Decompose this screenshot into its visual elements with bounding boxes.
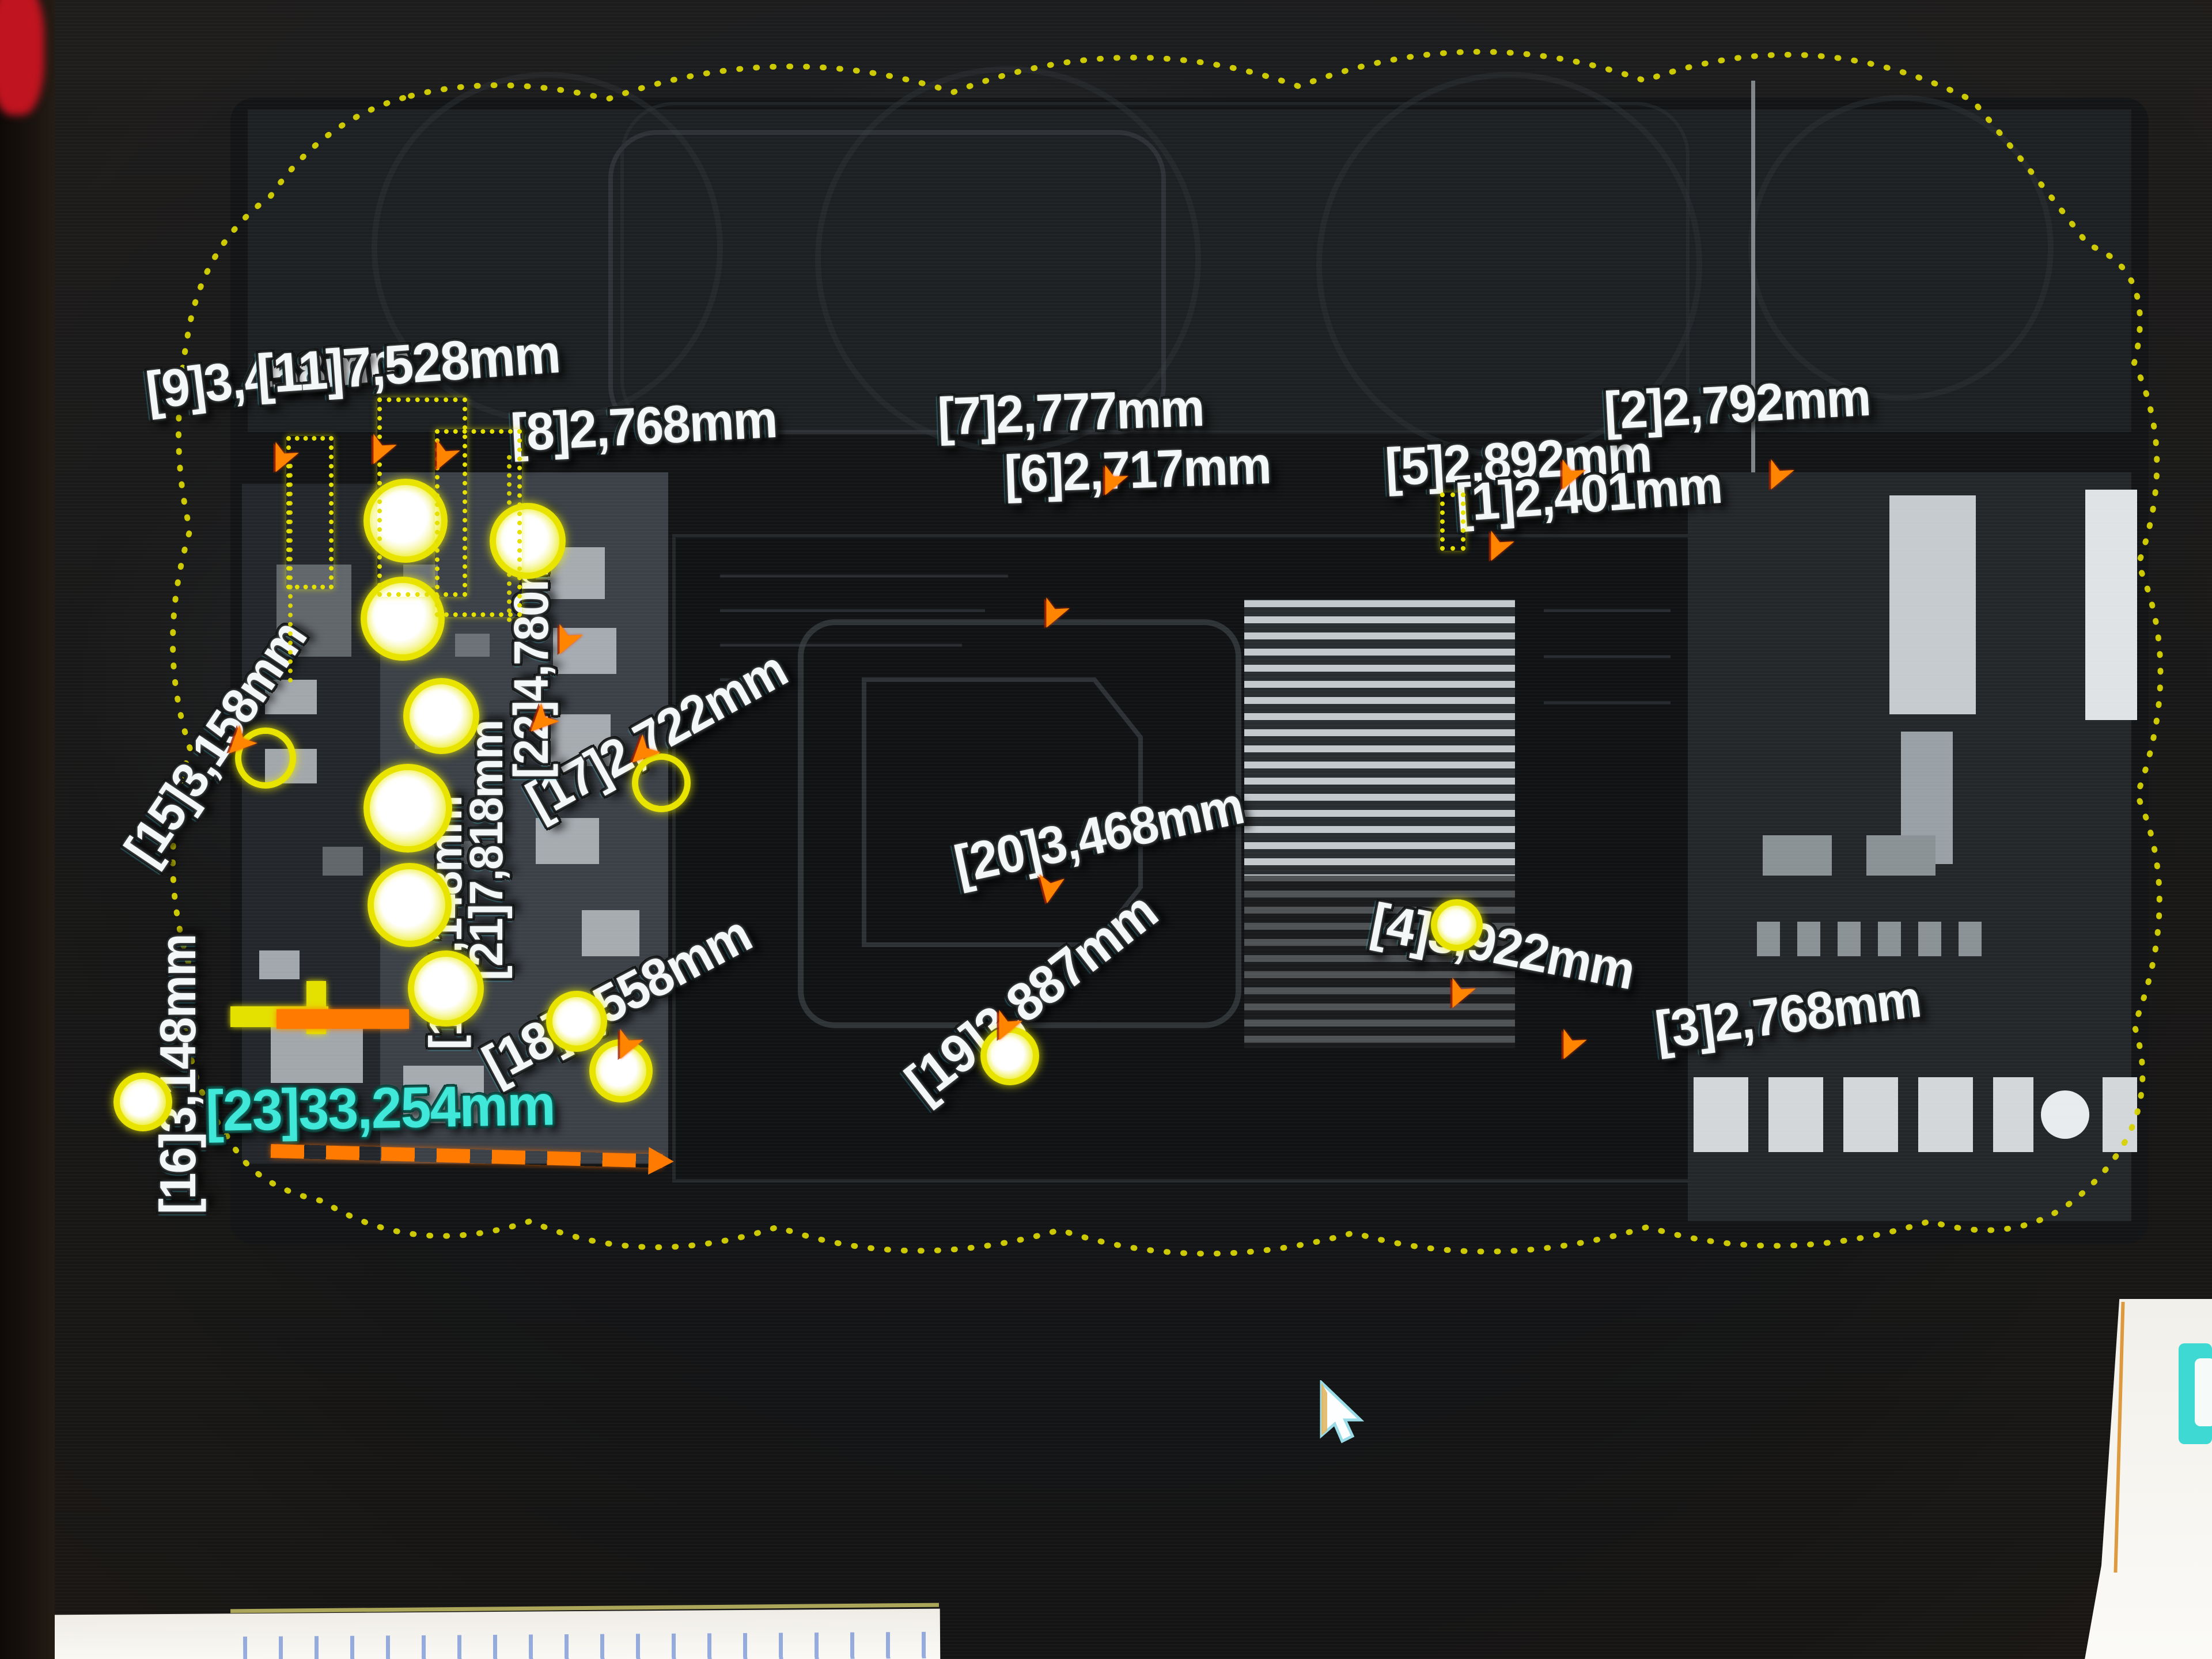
measurement-label-8[interactable]: [8]2,768mm: [509, 389, 778, 463]
measurement-label-4[interactable]: [4]3,922mm: [1366, 892, 1639, 1001]
measurement-arrow-marker[interactable]: ➤: [1432, 969, 1488, 1020]
teal-object-behind-screen: [2179, 1343, 2212, 1444]
measurement-arrow-marker[interactable]: ➤: [1026, 589, 1082, 640]
keyboard-key-ticks: [243, 1631, 935, 1659]
mouse-cursor-icon: [1320, 1380, 1365, 1444]
teal-object-inner: [2195, 1358, 2212, 1426]
roi-rectangle[interactable]: [1440, 493, 1465, 551]
measurement-point-circle[interactable]: [363, 764, 452, 853]
measurement-label-20[interactable]: [20]3,468mm: [949, 776, 1248, 895]
measurement-point-circle[interactable]: [408, 950, 484, 1027]
measurement-label-6[interactable]: [6]2,717mm: [1003, 435, 1272, 504]
roi-rectangle[interactable]: [435, 429, 522, 617]
measurement-label-7[interactable]: [7]2,777mm: [937, 378, 1205, 446]
measurement-point-circle[interactable]: [368, 863, 452, 947]
measurement-label-16[interactable]: [16]3,148mm: [149, 934, 206, 1214]
measurement-point-circle[interactable]: [490, 503, 566, 579]
measurement-point-circle[interactable]: [403, 678, 479, 754]
dashed-dimension-line[interactable]: [270, 1144, 663, 1168]
measurement-point-circle[interactable]: [361, 577, 445, 661]
roi-rectangle[interactable]: [377, 397, 467, 597]
measurement-point-circle[interactable]: [1431, 899, 1483, 951]
board-outline-dotted: [170, 48, 2164, 1257]
measurement-label-23[interactable]: [23]33,254mm: [205, 1073, 555, 1143]
measurement-point-circle[interactable]: [546, 991, 607, 1052]
monitor-bezel-left: [0, 0, 55, 1659]
measurement-arrow-marker[interactable]: ➤: [1543, 1021, 1599, 1071]
desk-background-bottom-left: [52, 1608, 941, 1659]
measurement-label-11[interactable]: [11]7,528mm: [255, 323, 562, 406]
measurement-point-circle[interactable]: [113, 1073, 172, 1131]
measurement-point-circle[interactable]: [589, 1039, 653, 1103]
measurement-label-3[interactable]: [3]2,768mm: [1652, 969, 1924, 1060]
marker-bar: [276, 1009, 409, 1029]
measurement-point-circle[interactable]: [235, 728, 296, 789]
measurement-label-2[interactable]: [2]2,792mm: [1603, 368, 1872, 441]
measurement-point-circle[interactable]: [980, 1027, 1039, 1085]
measurement-point-circle[interactable]: [632, 753, 691, 812]
red-corner-object: [0, 0, 44, 115]
measurement-label-19[interactable]: [19]3,887mm: [894, 880, 1168, 1113]
measurement-arrow-marker[interactable]: ➤: [1751, 451, 1806, 502]
roi-rectangle[interactable]: [286, 436, 334, 589]
measurement-arrow-marker[interactable]: ➤: [1025, 868, 1076, 910]
